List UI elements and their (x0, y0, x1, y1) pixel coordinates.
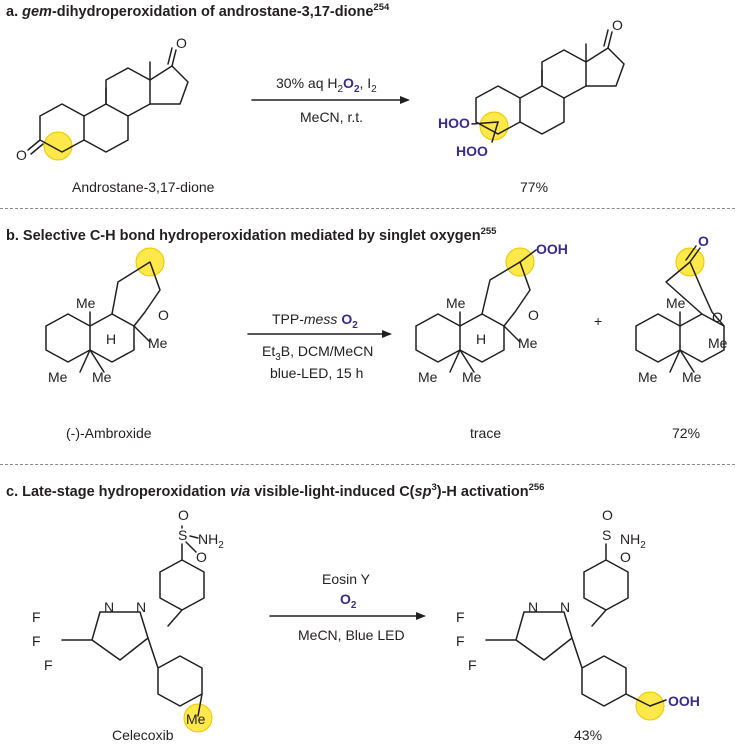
product-b2-me-4: Me (682, 369, 702, 385)
section-a-title: a. gem-dihydroperoxidation of androstane… (6, 2, 390, 20)
product-c-ooh: OOH (668, 693, 700, 709)
hydroperoxide-product-b: OOH Me O Me H Me Me (415, 241, 568, 385)
celecoxib-methyl-highlight (183, 703, 213, 733)
dihydroperoxide-product: O HOO HOO (438, 17, 625, 159)
product-c-n-1: N (528, 599, 538, 615)
hydroperoxy-1: HOO (438, 115, 470, 131)
ambroxide-h: H (106, 331, 116, 347)
reagents-b-line3: blue-LED, 15 h (270, 365, 363, 381)
product-b2-ring-o: O (712, 309, 723, 325)
product-c-f-1: F (456, 609, 465, 625)
celecoxib-s-oxygen-2: O (196, 549, 207, 565)
product-b1-h: H (476, 331, 486, 347)
celecoxib-methyl: Me (186, 711, 206, 727)
product-c-s-oxygen-1: O (602, 507, 613, 523)
product-c-nh2: NH2 (620, 531, 646, 551)
product-c-n-2: N (560, 599, 570, 615)
celecoxib-sulfur: S (178, 527, 187, 543)
lactone-product-b: O Me O Me Me Me (635, 233, 728, 385)
carbonyl-highlight (43, 131, 73, 161)
androstanedione-structure: O O (16, 35, 189, 163)
product-b1-ooh: OOH (536, 241, 568, 257)
product-b2-me-2: Me (708, 335, 728, 351)
product-b1-oxygen: O (528, 307, 539, 323)
celecoxib-f-3: F (44, 657, 53, 673)
celecoxib-label: Celecoxib (112, 727, 174, 743)
product-c-f-2: F (456, 633, 465, 649)
celecoxib-f-2: F (32, 633, 41, 649)
product-b1-label: trace (470, 425, 501, 441)
section-b-title: b. Selective C-H bond hydroperoxidation … (6, 226, 497, 244)
reagents-a-line1: 30% aq H2O2, I2 (276, 75, 377, 95)
c3-oxygen: O (16, 147, 27, 163)
arrow-c-head (416, 612, 426, 620)
celecoxib-s-oxygen-1: O (178, 507, 189, 523)
product-b1-me-1: Me (446, 295, 466, 311)
hydroperoxy-2: HOO (456, 143, 488, 159)
c17-oxygen: O (176, 35, 187, 51)
product-b1-me-2: Me (518, 335, 538, 351)
ambroxide-me-4: Me (92, 369, 112, 385)
product-c-f-3: F (468, 657, 477, 673)
product-b1-me-4: Me (462, 369, 482, 385)
celecoxib-nh2: NH2 (198, 531, 224, 551)
ambroxide-me-3: Me (48, 369, 68, 385)
yield-a: 77% (520, 179, 548, 195)
celecoxib-n-2: N (136, 599, 146, 615)
product-c-sulfur: S (602, 527, 611, 543)
section-divider-2 (0, 464, 735, 465)
ambroxide-me-1: Me (76, 295, 96, 311)
product-b2-carbonyl-o: O (698, 233, 709, 249)
reagents-a-line2: MeCN, r.t. (300, 109, 363, 125)
ambroxide-label: (-)-Ambroxide (66, 425, 152, 441)
reagents-c-line2: O2 (340, 591, 357, 611)
section-divider-1 (0, 208, 735, 209)
ambroxide-structure: Me O Me H Me Me (45, 247, 169, 385)
product-a-c17-oxygen: O (612, 17, 623, 33)
reagents-c-line3: MeCN, Blue LED (298, 627, 405, 643)
celecoxib-n-1: N (104, 599, 114, 615)
hydroperoxide-product-c: S O O NH2 N N F F F OOH (456, 507, 700, 721)
ambroxide-me-2: Me (148, 335, 168, 351)
section-c-title: c. Late-stage hydroperoxidation via visi… (6, 482, 545, 500)
arrow-b-head (382, 330, 392, 338)
plus-sign: + (594, 313, 602, 329)
celecoxib-structure: S O O NH2 N N F F F Me (32, 507, 224, 733)
product-b2-me-3: Me (638, 369, 658, 385)
product-c-s-oxygen-2: O (620, 549, 631, 565)
celecoxib-f-1: F (32, 609, 41, 625)
arrow-a-head (400, 96, 410, 104)
reagents-b-line2: Et3B, DCM/MeCN (262, 343, 373, 363)
ambroxide-ring-oxygen: O (158, 307, 169, 323)
product-b2-label: 72% (672, 425, 700, 441)
androstanedione-label: Androstane-3,17-dione (72, 179, 215, 195)
reagents-c-line1: Eosin Y (322, 571, 371, 587)
yield-c: 43% (574, 727, 602, 743)
product-b1-me-3: Me (418, 369, 438, 385)
product-b2-me-1: Me (666, 295, 686, 311)
